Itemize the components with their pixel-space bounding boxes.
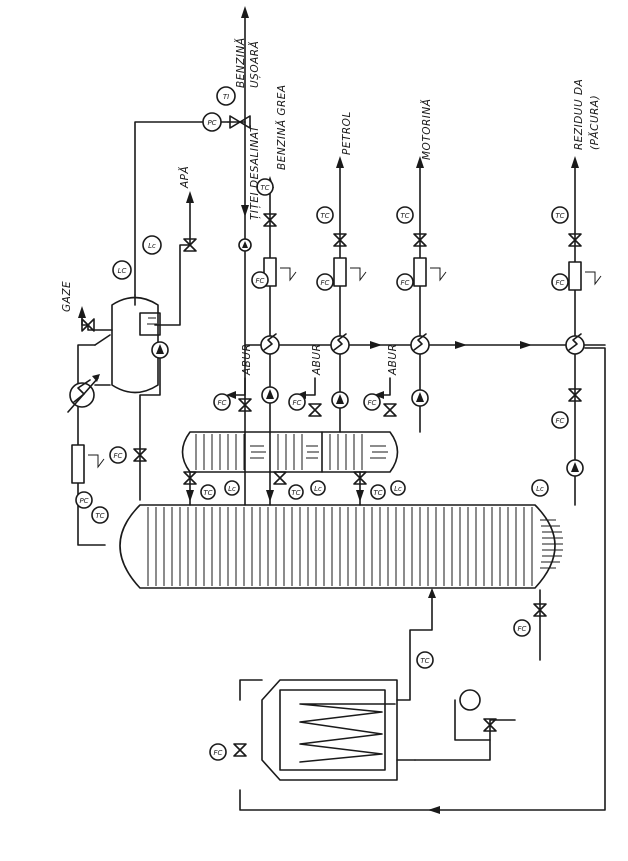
svg-text:PC: PC [207,119,216,127]
svg-text:Lc: Lc [536,485,544,493]
flow-arrows [78,6,579,814]
instrument-pc-column: PC [76,492,92,508]
side-stripper [183,432,398,472]
instrument-tc-2: TC [317,207,333,223]
svg-text:FC: FC [218,399,227,407]
svg-text:TC: TC [291,489,300,497]
pump-4-icon [567,460,583,476]
instrument-fc-residue: FC [552,412,568,428]
feed-pump-icon [460,690,480,710]
instrument-lc-s1: Lc [225,481,239,495]
heat-exchangers [68,334,584,412]
instrument-fc-2: FC [317,274,333,290]
svg-text:TC: TC [203,489,212,497]
svg-text:TC: TC [373,489,382,497]
flow-elements [72,258,601,483]
instrument-fc-reflux: FC [110,447,126,463]
instrument-lc-water: Lc [143,236,161,254]
label-petrol: PETROL [341,111,353,155]
label-gaze: GAZE [61,281,73,312]
reflux-drum [112,298,160,393]
svg-text:TC: TC [95,512,104,520]
instrument-fc-bottom-steam: FC [514,620,530,636]
exchanger-1-icon [261,334,279,354]
svg-text:TC: TC [260,184,269,192]
svg-text:Lc: Lc [228,485,236,493]
label-abur-2: ABUR [311,344,323,376]
svg-text:FC: FC [518,625,527,633]
instrument-lc-s3: Lc [391,481,405,495]
label-benzina-usoara-1: BENZINĂ [234,37,247,88]
label-reziduu-2: (PĂCURA) [588,95,601,150]
pump-top-icon [239,239,251,251]
instrument-fc-3: FC [397,274,413,290]
condenser-icon [68,374,100,412]
instrument-lc-s2: Lc [311,481,325,495]
instrument-tc-s2: TC [289,485,303,499]
instruments: PC TI LC Lc TC TC TC TC [76,87,568,760]
instrument-lc-column: Lc [532,480,548,496]
svg-text:TC: TC [555,212,564,220]
instrument-tc-furnace: TC [417,652,433,668]
instrument-tc-4: TC [552,207,568,223]
svg-text:FC: FC [214,749,223,757]
svg-text:TC: TC [400,212,409,220]
furnace [262,680,415,780]
piping [78,15,605,810]
label-apa: APĂ [178,166,191,189]
instrument-fc-furnace: FC [210,744,226,760]
pump-3-icon [412,390,428,406]
svg-text:Lc: Lc [148,242,156,250]
instrument-fc-steam-3: FC [364,394,380,410]
instrument-pc-top: PC [203,113,221,131]
label-motorina: MOTORINĂ [420,99,433,160]
reflux-pump-icon [152,342,168,358]
svg-text:PC: PC [79,497,88,505]
instrument-tc-3: TC [397,207,413,223]
label-abur-3: ABUR [387,344,399,376]
pumps [152,239,583,710]
svg-text:FC: FC [368,399,377,407]
svg-text:FC: FC [256,277,265,285]
exchanger-4-icon [566,334,584,354]
column-trays [148,507,532,586]
instrument-tc-s3: TC [371,485,385,499]
svg-text:FC: FC [293,399,302,407]
svg-text:FC: FC [556,279,565,287]
pump-2-icon [332,392,348,408]
instrument-fc-4: FC [552,274,568,290]
label-reziduu-1: REZIDUU DA [573,79,585,150]
svg-text:TC: TC [320,212,329,220]
instrument-ti-top: TI [217,87,235,105]
column-bottom-liquid [540,520,563,568]
instrument-tc-column: TC [92,507,108,523]
svg-text:Lc: Lc [394,485,402,493]
valves [82,116,581,756]
svg-text:TI: TI [223,93,229,101]
instrument-tc-1: TC [257,179,273,195]
label-benzina-usoara-2: UȘOARĂ [248,41,261,88]
svg-text:Lc: Lc [314,485,322,493]
label-benzina-grea: BENZINĂ GREA [275,84,288,170]
instrument-fc-steam-1: FC [214,394,230,410]
svg-text:LC: LC [118,267,127,275]
svg-text:FC: FC [114,452,123,460]
label-titei: ȚIȚEI DESALINAT [249,124,261,220]
pump-1-icon [262,387,278,403]
instrument-fc-steam-2: FC [289,394,305,410]
instrument-tc-s1: TC [201,485,215,499]
distillation-column [120,505,563,588]
svg-text:FC: FC [321,279,330,287]
exchanger-3-icon [411,334,429,354]
svg-text:FC: FC [556,417,565,425]
exchanger-2-icon [331,334,349,354]
instrument-fc-1: FC [252,272,268,288]
label-abur-1: ABUR [241,344,253,376]
instrument-lc-drum: LC [113,261,131,279]
stream-labels: GAZE APĂ ȚIȚEI DESALINAT BENZINĂ UȘOARĂ … [61,37,601,376]
svg-text:TC: TC [420,657,429,665]
svg-text:FC: FC [401,279,410,287]
